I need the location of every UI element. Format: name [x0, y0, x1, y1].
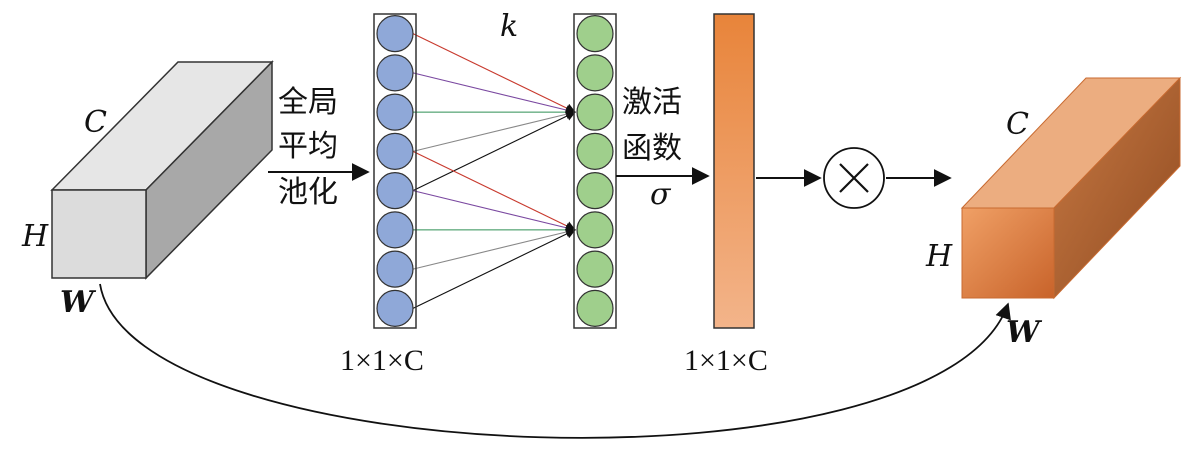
gap-node-1 — [376, 15, 414, 53]
input-w-label: W — [60, 285, 97, 320]
multiply-operator: × — [823, 147, 885, 209]
output-c-label: C — [1006, 107, 1029, 142]
conv-node-4 — [576, 132, 614, 170]
input-c-label: C — [84, 105, 107, 140]
global-avg-pooling: 全局 平均 池化 — [268, 85, 370, 210]
conv-output-vector — [573, 13, 617, 329]
gap-node-6 — [376, 211, 414, 249]
conv-edge-w2-5 — [412, 229, 576, 309]
output-w-label: W — [1006, 315, 1043, 350]
conv-edge-w1-5 — [412, 111, 576, 192]
gap-vector-frame — [373, 13, 417, 329]
conv-edge-w2-1 — [412, 150, 576, 231]
activation-label-line1: 激活 — [622, 85, 682, 120]
gap-vector — [373, 13, 417, 329]
conv-edge-w1-4 — [412, 109, 576, 152]
residual-connection-curve — [99, 283, 1011, 439]
conv-node-7 — [576, 250, 614, 288]
input-block: C H W — [21, 60, 274, 320]
input-h-label: H — [21, 219, 49, 254]
gap-node-8 — [376, 289, 414, 327]
weight-vector-dim-label: 1×1×C — [684, 344, 768, 377]
pooling-label-line1: 全局 — [278, 85, 338, 120]
activation-function: 激活 函数 σ — [616, 85, 710, 212]
conv-node-2 — [576, 54, 614, 92]
activation-sigma: σ — [650, 177, 672, 212]
pooling-label-line2: 平均 — [278, 129, 338, 164]
output-block: C H W — [925, 76, 1182, 350]
input-block-front-face — [51, 189, 147, 279]
multiply-cross-b — [839, 163, 869, 193]
conv-node-5 — [576, 172, 614, 210]
output-block-front-face — [961, 207, 1055, 299]
gap-node-3 — [376, 93, 414, 131]
conv-edges — [412, 33, 576, 309]
pooling-label-line3: 池化 — [278, 175, 338, 210]
gap-node-5 — [376, 172, 414, 210]
conv-node-1 — [576, 15, 614, 53]
conv-kernel-k-label: k — [500, 9, 518, 44]
conv-node-8 — [576, 289, 614, 327]
conv-edge-w1-1 — [412, 33, 576, 113]
gap-vector-dim-label: 1×1×C — [340, 344, 424, 377]
conv-edge-w2-4 — [412, 227, 576, 270]
gap-node-2 — [376, 54, 414, 92]
conv-output-frame — [573, 13, 617, 329]
activation-label-line2: 函数 — [622, 131, 682, 166]
conv-node-6 — [576, 211, 614, 249]
gap-node-4 — [376, 132, 414, 170]
output-h-label: H — [925, 239, 953, 274]
channel-weight-bar — [713, 13, 755, 329]
conv-edge-w1-2 — [412, 72, 576, 115]
conv-edge-w2-2 — [412, 190, 576, 233]
gap-node-7 — [376, 250, 414, 288]
conv-node-3 — [576, 93, 614, 131]
